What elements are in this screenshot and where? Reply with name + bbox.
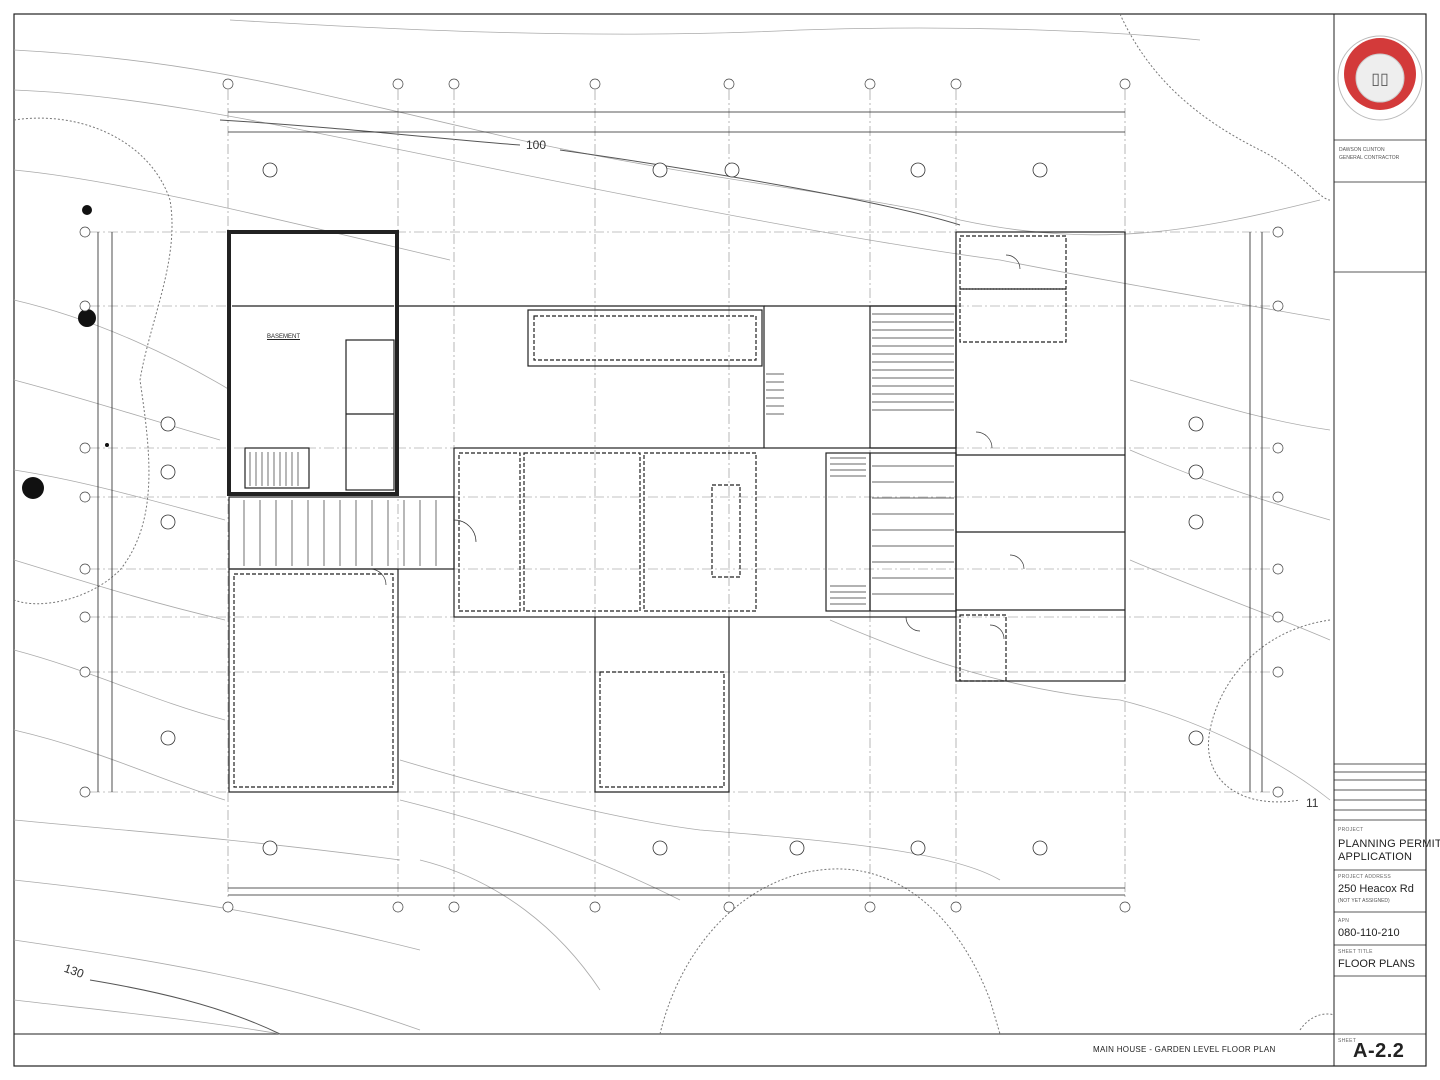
drawing-title: MAIN HOUSE - GARDEN LEVEL FLOOR PLAN	[1093, 1045, 1276, 1054]
contour-label-100: 100	[526, 138, 547, 152]
address-label: PROJECT ADDRESS	[1338, 874, 1392, 880]
section-markers	[160, 162, 1204, 856]
contour-label-11: 11	[1306, 796, 1319, 810]
svg-text:▯▯: ▯▯	[1371, 71, 1389, 88]
title-block-lines	[1334, 139, 1426, 1035]
door-swings	[369, 254, 1025, 640]
firm-name: DAWSON CLINTON	[1339, 147, 1385, 153]
trees	[13, 13, 1335, 1035]
project-title-line1: PLANNING PERMIT	[1338, 838, 1440, 850]
project-label: PROJECT	[1338, 827, 1364, 833]
sheet-number: A-2.2	[1353, 1040, 1405, 1062]
building-walls	[227, 230, 1126, 793]
address-note: (NOT YET ASSIGNED)	[1338, 898, 1390, 904]
contour-index-130	[89, 979, 281, 1035]
project-address: 250 Heacox Rd	[1338, 883, 1414, 895]
firm-logo: ▯▯	[1337, 35, 1423, 121]
sheet-title: FLOOR PLANS	[1338, 958, 1416, 970]
sheet-border	[13, 13, 1427, 1067]
firm-subtitle: GENERAL CONTRACTOR	[1339, 155, 1400, 161]
grid-bubbles	[79, 78, 1284, 913]
boulders	[22, 205, 109, 499]
room-label-basement: BASEMENT	[267, 334, 301, 340]
contour-index-100	[219, 119, 961, 226]
project-title-line2: APPLICATION	[1338, 851, 1413, 863]
contour-lines	[13, 19, 1331, 1035]
sheet-title-label: SHEET TITLE	[1338, 949, 1373, 955]
sheet-number-label: SHEET	[1338, 1038, 1357, 1044]
dimension-strings	[97, 111, 1263, 896]
stair-treads	[243, 313, 954, 605]
apn-number: 080-110-210	[1338, 927, 1400, 939]
apn-label: APN	[1338, 918, 1350, 924]
